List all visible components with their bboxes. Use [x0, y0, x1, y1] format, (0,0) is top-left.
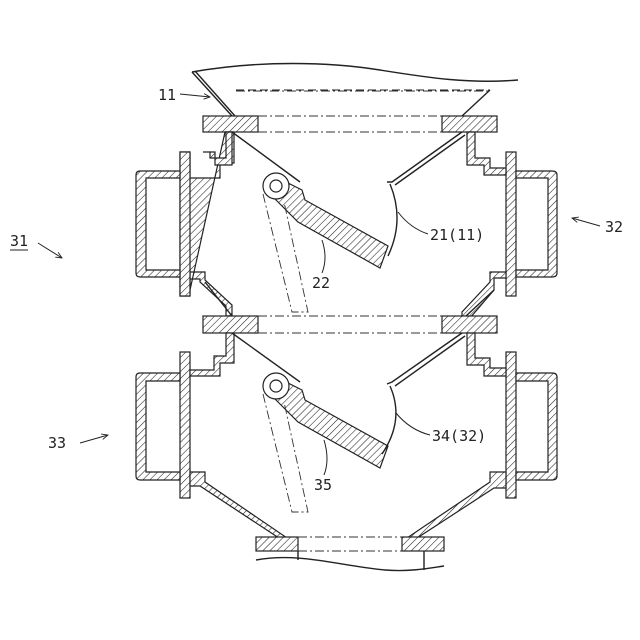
lower-valve-unit — [136, 333, 557, 540]
svg-text:31: 31 — [10, 232, 28, 250]
svg-text:33: 33 — [48, 434, 66, 452]
label-21-11: 21(11) — [398, 212, 484, 244]
label-33: 33 — [48, 434, 108, 452]
label-22: 22 — [312, 240, 330, 292]
upper-top-flange-left — [203, 116, 258, 132]
label-35: 35 — [314, 440, 332, 494]
upper-hinge-inner — [270, 180, 282, 192]
label-31: 31 — [10, 232, 62, 258]
lower-hinge-inner — [270, 380, 282, 392]
bottom-outlet — [256, 537, 444, 571]
label-32: 32 — [572, 218, 623, 236]
upper-top-flange-right — [442, 116, 497, 132]
svg-text:35: 35 — [314, 476, 332, 494]
svg-text:34(32): 34(32) — [432, 427, 486, 445]
svg-text:32: 32 — [605, 218, 623, 236]
svg-text:22: 22 — [312, 274, 330, 292]
upper-left-side-cover — [136, 171, 180, 277]
label-34-32: 34(32) — [396, 413, 486, 445]
upper-right-side-cover — [516, 171, 557, 277]
upper-valve-unit — [136, 116, 557, 318]
svg-text:21(11): 21(11) — [430, 226, 484, 244]
middle-flange — [203, 282, 497, 333]
top-hopper — [192, 64, 518, 117]
label-11: 11 — [158, 86, 210, 104]
svg-text:11: 11 — [158, 86, 176, 104]
lower-left-side-cover — [136, 373, 180, 480]
lower-right-side-cover — [516, 373, 557, 480]
